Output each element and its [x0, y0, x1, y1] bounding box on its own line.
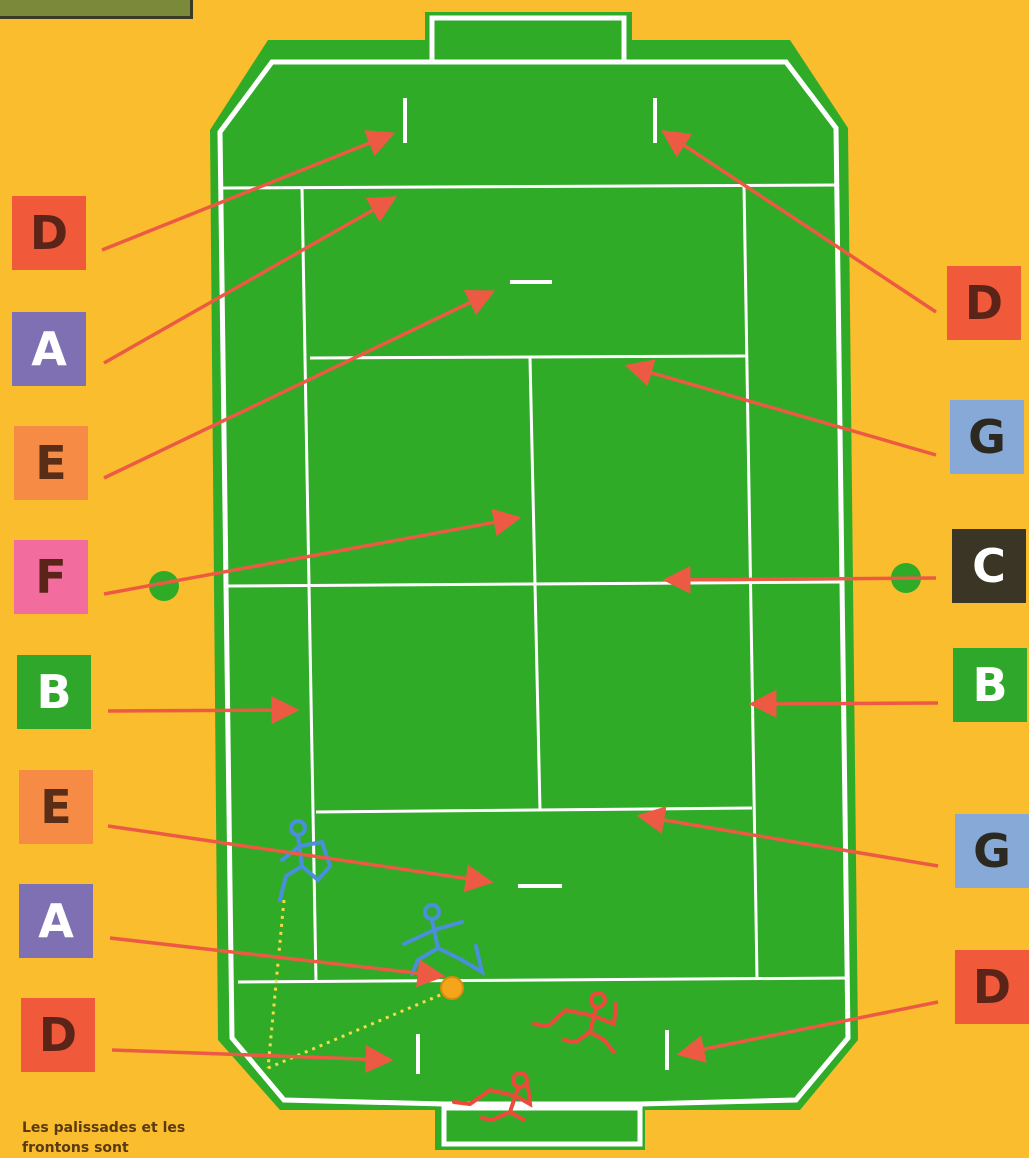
label-letter: C	[972, 543, 1006, 589]
label-left-4: F	[14, 540, 88, 614]
label-right-3: C	[952, 529, 1026, 603]
label-letter: D	[973, 964, 1011, 1010]
label-letter: D	[965, 280, 1003, 326]
label-left-7: A	[19, 884, 93, 958]
label-letter: D	[30, 210, 68, 256]
label-letter: E	[40, 784, 71, 830]
label-left-5: B	[17, 655, 91, 729]
label-letter: F	[35, 554, 66, 600]
arrow-left-5	[108, 710, 296, 711]
label-right-5: G	[955, 814, 1029, 888]
label-left-8: D	[21, 998, 95, 1072]
label-letter: A	[38, 898, 74, 944]
arrow-right-3	[666, 578, 936, 580]
label-right-6: D	[955, 950, 1029, 1024]
label-right-4: B	[953, 648, 1027, 722]
label-left-6: E	[19, 770, 93, 844]
label-letter: G	[968, 414, 1006, 460]
label-left-2: A	[12, 312, 86, 386]
label-letter: D	[39, 1012, 77, 1058]
label-letter: E	[35, 440, 66, 486]
label-letter: B	[36, 669, 71, 715]
label-left-3: E	[14, 426, 88, 500]
label-letter: A	[31, 326, 67, 372]
caption-text: Les palissades et les frontons sont	[22, 1118, 242, 1158]
label-letter: B	[972, 662, 1007, 708]
ball	[441, 977, 463, 999]
label-right-2: G	[950, 400, 1024, 474]
label-letter: G	[973, 828, 1011, 874]
arrow-right-4	[752, 703, 938, 704]
label-left-1: D	[12, 196, 86, 270]
label-right-1: D	[947, 266, 1021, 340]
